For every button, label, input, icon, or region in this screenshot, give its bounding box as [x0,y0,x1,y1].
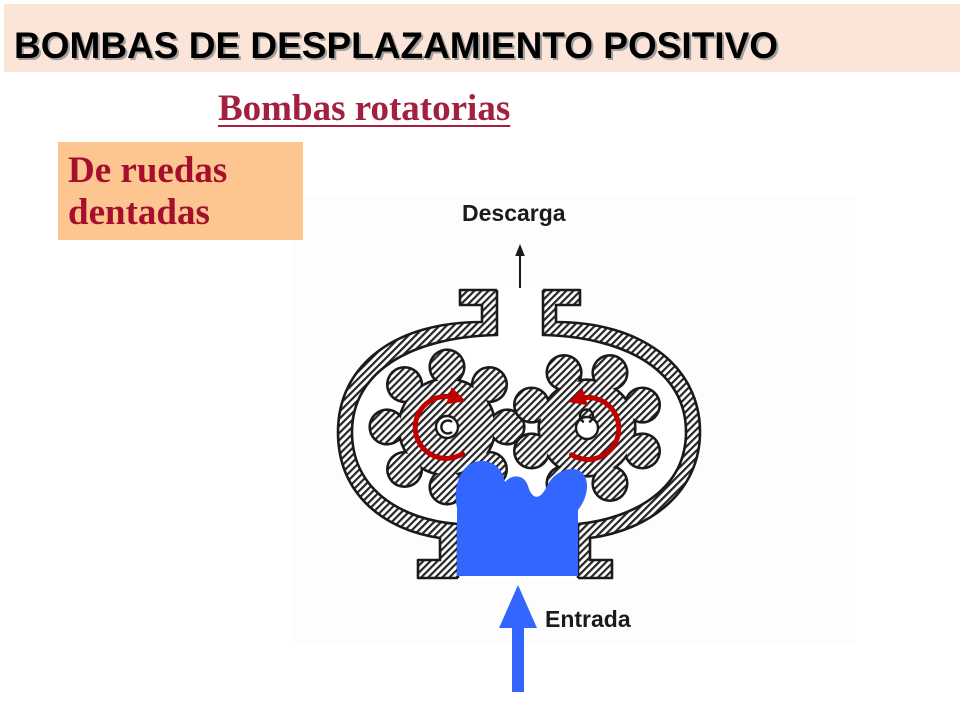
pump-type-line-2: dentadas [68,192,210,233]
right-gear-tooth-body [548,356,581,389]
right-gear-tooth-body [626,389,659,422]
right-gear-rotation-arrow [568,388,622,462]
left-gear-rotation-arrow [412,387,466,461]
pump-housing-outline [336,288,702,580]
left-gear-shaft [434,414,460,440]
left-gear-tooth-body [431,471,463,503]
left-gear-tooth-body [431,351,463,383]
slide-header: BOMBAS DE DESPLAZAMIENTO POSITIVO [4,4,960,72]
right-gear-tooth-body [626,434,659,467]
inlet-flow-arrow [499,585,537,692]
slide-subtitle: Bombas rotatorias [218,88,511,129]
right-gear-tooth-body [593,467,626,500]
right-shaft-key-mark [578,408,595,424]
inlet-fluid [455,460,587,576]
left-shaft-key-mark [440,419,453,435]
pump-type-line-1: De ruedas [68,150,228,191]
pump-cavity-outline [350,290,688,578]
left-gear-tooth-body [388,453,421,486]
outlet-label: Descarga [462,200,566,226]
inlet-label: Entrada [545,606,631,632]
right-gear-tooth-body [515,389,548,422]
right-gear-tooth-body [593,356,626,389]
left-gear-tooth-body [388,368,421,401]
left-gear-tooth-body [491,411,523,443]
right-gear-tooth-body [515,434,548,467]
left-gear-tooth-body [371,411,403,443]
left-gear-tooth-body [473,368,506,401]
pump-type-box: De ruedas dentadas [58,142,303,240]
right-gear-shaft [574,415,600,441]
slide-title: BOMBAS DE DESPLAZAMIENTO POSITIVO [14,25,779,66]
